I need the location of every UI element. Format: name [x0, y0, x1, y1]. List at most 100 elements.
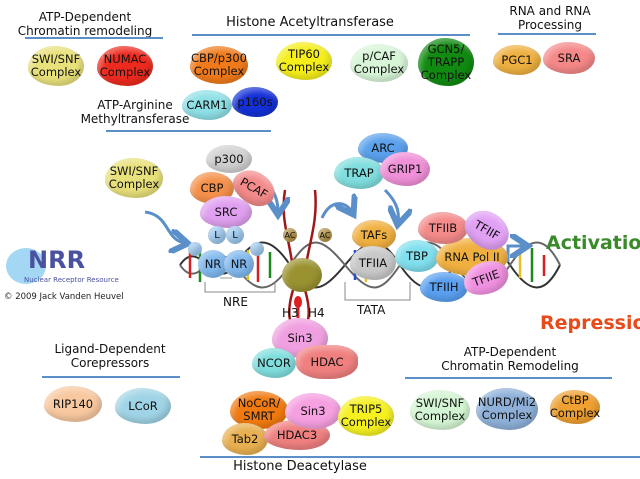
acetyl-mark-2: AC [318, 228, 332, 242]
h3-label: H3 [282, 306, 299, 320]
logo-blob [6, 248, 46, 284]
tafs: TAFs [352, 220, 396, 250]
blob-label: TRIP5 [349, 402, 383, 416]
blob-label: NURD/Mi2 [477, 395, 537, 409]
blob-label: HDAC3 [276, 427, 318, 442]
blob-label: p/CAF [362, 49, 396, 63]
blob-label: CARM1 [186, 97, 228, 112]
title-line: ATP-Dependent [463, 345, 557, 359]
blob-label: RIP140 [52, 396, 94, 411]
divider [498, 33, 596, 35]
blob-label: Complex [414, 409, 466, 423]
blob-label: GRIP1 [387, 161, 423, 176]
tfiih: TFIIH [420, 272, 468, 302]
blob-label: GCN5/ [427, 41, 465, 56]
blob-label: TFIIA [358, 255, 388, 270]
title-line: Ligand-Dependent [54, 342, 166, 356]
carm1: CARM1 [182, 90, 232, 120]
title-line: ATP-Arginine [97, 98, 173, 112]
blob-label: Complex [340, 415, 392, 429]
blob-label: Complex [420, 67, 472, 82]
divider [25, 37, 163, 39]
blob-label: AC [319, 230, 331, 240]
blob-label: Complex [108, 177, 160, 191]
nr-domain-right [250, 242, 264, 256]
tfiia: TFIIA [350, 246, 396, 280]
sra: SRA [543, 42, 595, 74]
divider [200, 456, 640, 458]
blob-label: TRAPP [427, 54, 465, 69]
rip140: RIP140 [44, 386, 102, 422]
blob-label: Complex [99, 65, 151, 79]
tab2: Tab2 [222, 423, 268, 455]
divider [106, 130, 271, 132]
blob-label: TFIIF [472, 216, 503, 243]
tfiib: TFIIB [418, 212, 468, 244]
deacetylase-title: Histone Deacetylase [233, 459, 367, 474]
title-line: Chromatin remodeling [17, 24, 153, 38]
nre-bracket [204, 282, 276, 293]
blob-label: NR [230, 256, 248, 271]
ligand-2: L [226, 226, 244, 244]
blob-label: ARC [371, 140, 395, 155]
blob-label: L [232, 229, 238, 241]
blob-label: SRA [557, 50, 581, 65]
blob-label: TAFs [360, 227, 388, 242]
blob-label: LCoR [128, 398, 158, 413]
hdac: HDAC [296, 345, 358, 379]
blob-label: SWI/SNF [415, 396, 465, 410]
blob-label: NR [204, 256, 222, 271]
tata-bracket [344, 282, 411, 301]
title-line: RNA and RNA [509, 4, 591, 18]
blob-label: NUMAC [103, 52, 147, 66]
ncor: NCOR [252, 348, 296, 378]
bottom-chromatin-remodeling-title: ATP-Dependent Chromatin Remodeling [410, 345, 610, 373]
blob-label: NoCoR/ [237, 396, 281, 410]
activation-label: Activation [546, 232, 640, 254]
blob-label: Complex [353, 62, 405, 76]
acetyltransferase-title: Histone Acetyltransferase [226, 15, 394, 30]
blob-label: p160s [237, 94, 273, 109]
blob-label: Complex [30, 65, 82, 79]
src: SRC [200, 196, 252, 228]
repression-label: Repression [540, 312, 640, 334]
blob-label: RNA Pol II [444, 249, 500, 264]
logo-tagline: Nuclear Receptor Resource [24, 276, 119, 284]
blob-label: SWI/SNF [31, 52, 81, 66]
grip1: GRIP1 [380, 152, 430, 186]
blob-label: L [214, 229, 220, 241]
repression-knob [294, 296, 302, 308]
pgc1: PGC1 [493, 45, 541, 75]
blob-label: CBP/p300 [191, 51, 247, 65]
blob-label: TBP [406, 248, 428, 263]
blob-label: CtBP [561, 393, 589, 407]
lcor: LCoR [115, 388, 171, 424]
blob-label: TIP60 [288, 47, 320, 61]
blob-label: SRC [214, 204, 238, 219]
copyright: © 2009 Jack Vanden Heuvel [4, 292, 124, 302]
rna-processing-title: RNA and RNA Processing [490, 4, 610, 32]
tbp: TBP [395, 240, 439, 272]
blob-label: SWI/SNF [109, 164, 159, 178]
blob-label: TFIIH [429, 279, 459, 294]
nr-1: NR [198, 250, 228, 278]
blob-label: Complex [549, 406, 601, 420]
blob-label: Complex [481, 408, 533, 422]
blob-label: SMRT [243, 409, 275, 423]
blob-label: CBP [200, 180, 224, 195]
blob-label: PGC1 [501, 52, 533, 67]
title-line: Chromatin Remodeling [441, 359, 579, 373]
blob-label: TRAP [344, 165, 374, 180]
divider [42, 376, 180, 378]
nre-label: NRE [223, 295, 248, 309]
blob-label: TFIIE [470, 266, 502, 289]
methyltransferase-title: ATP-Arginine Methyltransferase [80, 98, 190, 126]
